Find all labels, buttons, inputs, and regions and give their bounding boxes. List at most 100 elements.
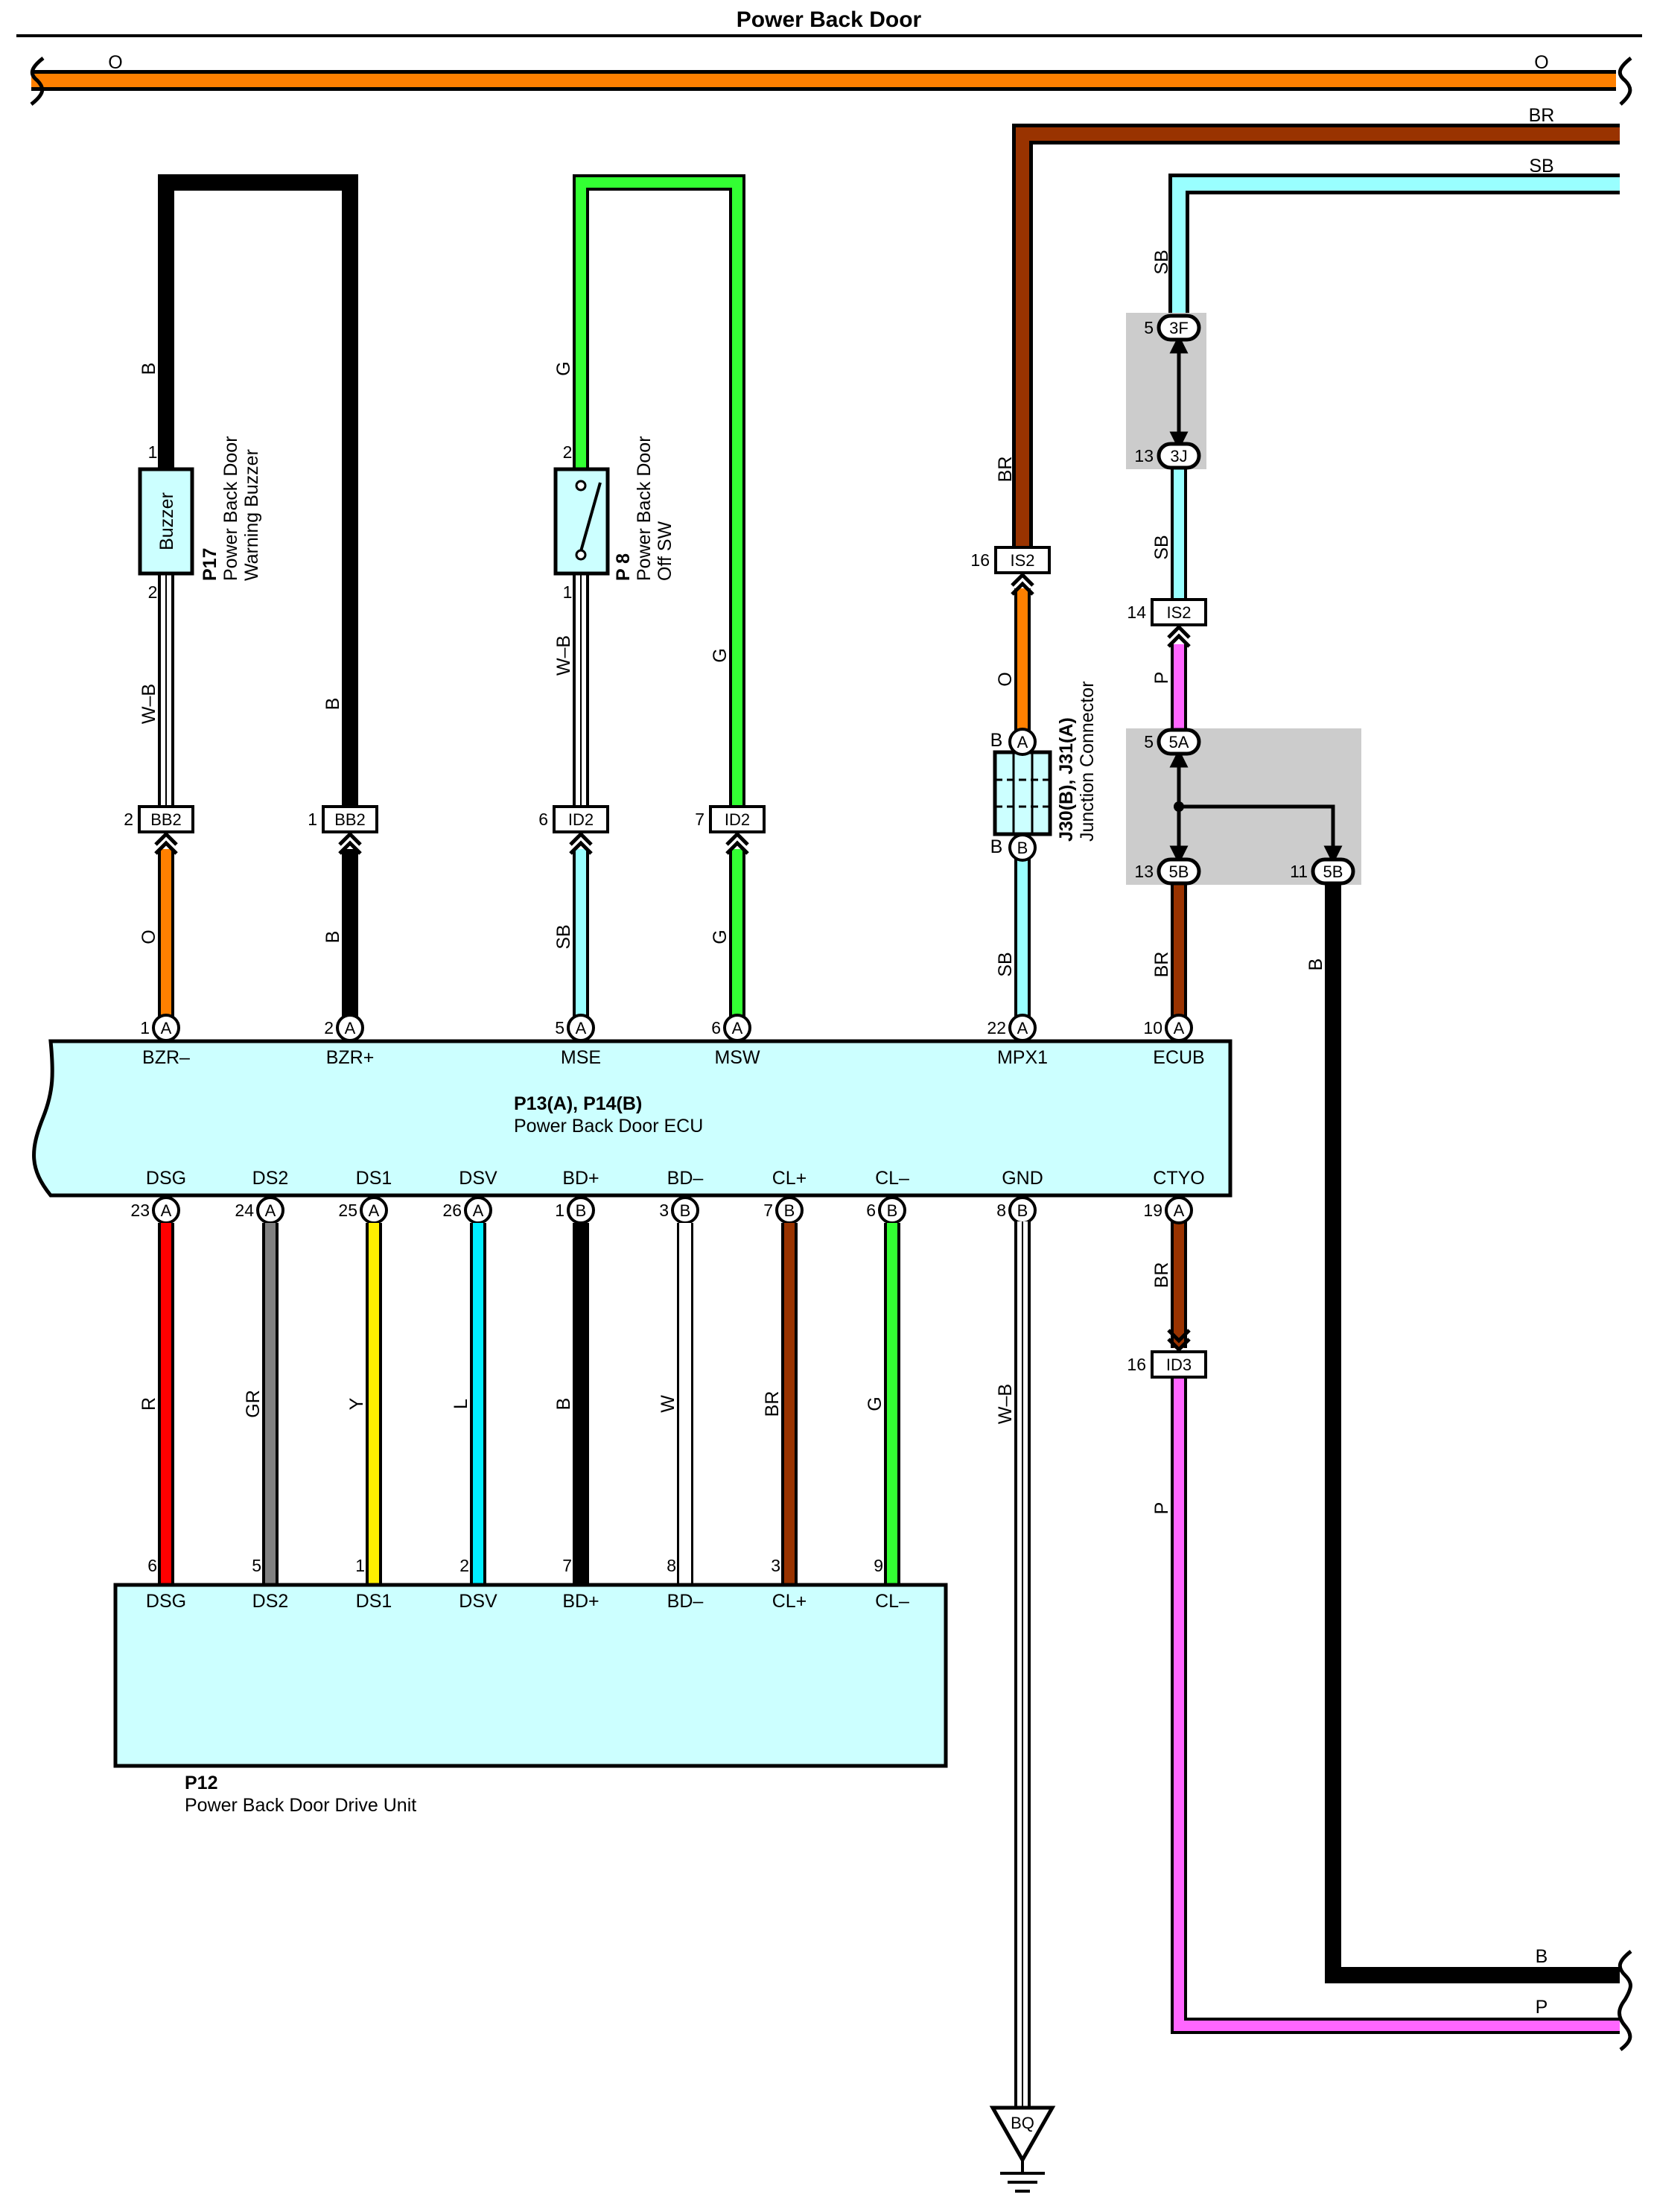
connector-chevron	[569, 831, 593, 846]
connector-code: 5B	[1323, 862, 1343, 881]
ecu-code: P13(A), P14(B)	[514, 1093, 642, 1114]
ecu-terminal-label: DS1	[356, 1168, 392, 1189]
pin-number: 5	[252, 1556, 261, 1575]
terminal-letter: A	[161, 1201, 172, 1220]
ecu-terminal-label: DSG	[146, 1168, 186, 1189]
terminal-letter: A	[1017, 733, 1028, 751]
drive-unit-terminal-label: BD–	[667, 1591, 704, 1612]
buzzer-inner-label: Buzzer	[156, 492, 177, 550]
ecu-terminal-label: BD+	[562, 1168, 599, 1189]
connector-code: IS2	[1010, 551, 1034, 570]
jb-connector-jb_3f	[1157, 314, 1201, 342]
wire-label: SB	[995, 952, 1016, 976]
pin-number: 13	[1134, 862, 1154, 881]
wire-label: P	[1151, 672, 1172, 684]
terminal-letter: A	[576, 1019, 587, 1037]
pin-number: 2	[563, 442, 573, 462]
pin-number: 19	[1143, 1201, 1162, 1220]
wire-label: R	[139, 1397, 159, 1411]
drive-unit-component	[113, 1583, 948, 1768]
connector-code: IS2	[1166, 603, 1191, 622]
connector-chevron	[569, 840, 593, 855]
ground-code: BQ	[1011, 2114, 1034, 2132]
terminal-letter: B	[887, 1201, 898, 1220]
terminal-letter: A	[732, 1019, 743, 1037]
terminal-letter: B	[576, 1201, 587, 1220]
ecu-terminal	[1008, 1014, 1037, 1042]
connector-chevron	[725, 831, 749, 846]
pin-number: 2	[324, 1018, 334, 1037]
buzzer-component	[138, 467, 194, 576]
pin-number: 1	[563, 582, 573, 602]
pin-number: 7	[763, 1201, 773, 1220]
wire-label: B	[553, 1398, 574, 1411]
black-wire-right	[1325, 883, 1620, 1983]
wire-label: B	[139, 363, 159, 375]
skyblue-wire-jb	[1168, 174, 1620, 328]
pin-number: 7	[695, 810, 704, 829]
connector-chevron	[725, 840, 749, 855]
pin-number: 10	[1143, 1018, 1162, 1037]
pin-number: 3	[771, 1556, 780, 1575]
wire-label: G	[553, 361, 574, 375]
ecu-terminal-label: MPX1	[997, 1047, 1048, 1068]
ecu-terminal-label: DSV	[459, 1168, 497, 1189]
ecu-component	[32, 1039, 1232, 1198]
terminal-letter: B	[680, 1201, 691, 1220]
bus-break-left	[30, 57, 45, 106]
connector-chevron	[1167, 1338, 1191, 1353]
switch-name-line1: Power Back Door	[634, 436, 655, 581]
connector-chevron	[154, 831, 178, 846]
pin-number: 7	[562, 1556, 572, 1575]
connector-code: 3F	[1169, 319, 1189, 337]
jb-splice	[1174, 801, 1184, 812]
ecu-terminal-label: BD–	[667, 1168, 704, 1189]
terminal-letter: B	[1017, 1201, 1028, 1220]
pin-number: 6	[538, 810, 548, 829]
terminal-letter: A	[473, 1201, 484, 1220]
ecu-terminal-label: MSE	[561, 1047, 601, 1068]
pin-number: 1	[555, 1201, 564, 1220]
junction-code: J30(B), J31(A)	[1056, 717, 1077, 842]
junction-connector	[993, 750, 1052, 836]
switch-blade	[579, 482, 602, 552]
terminal-letter: A	[1174, 1019, 1185, 1037]
ground-symbol	[989, 2105, 1056, 2164]
wire-label: G	[710, 648, 731, 662]
buzzer-name-line1: Power Back Door	[220, 436, 241, 581]
switch-code: P 8	[613, 553, 634, 581]
connector-bb2_a	[138, 805, 194, 833]
ecu-terminal-label: ECUB	[1153, 1047, 1204, 1068]
pin-number: 26	[442, 1201, 462, 1220]
jb-internal-branch	[1179, 804, 1343, 865]
wire-label: B	[1536, 1946, 1548, 1967]
wire-label: O	[108, 52, 122, 73]
wire-label: G	[865, 1396, 885, 1411]
pin-number: 1	[140, 1018, 150, 1037]
terminal-letter: B	[1017, 839, 1028, 857]
connector-is2_b	[1151, 598, 1207, 626]
wire-label: W–B	[553, 635, 574, 676]
wire-label: B	[322, 931, 343, 944]
bus-break-right	[1618, 57, 1632, 106]
wire-label: SB	[1151, 250, 1172, 274]
pin-number: 8	[996, 1201, 1006, 1220]
ecu-terminal-label: CL–	[875, 1168, 909, 1189]
connector-chevron	[1011, 581, 1034, 596]
junction-terminal	[1008, 728, 1037, 756]
wire-label: O	[995, 672, 1016, 686]
pin-number: 22	[987, 1018, 1006, 1037]
connector-chevron	[338, 831, 362, 846]
terminal-letter: A	[369, 1201, 380, 1220]
jb-connector-jb_3j	[1157, 442, 1201, 470]
pin-number: 23	[130, 1201, 150, 1220]
switch-name-line2: Off SW	[655, 521, 675, 581]
pin-number: 13	[1134, 446, 1154, 465]
pin-number: 1	[355, 1556, 365, 1575]
pin-number: 5	[1144, 318, 1154, 337]
wire-label: SB	[1151, 535, 1172, 559]
connector-is2_a	[994, 546, 1051, 574]
